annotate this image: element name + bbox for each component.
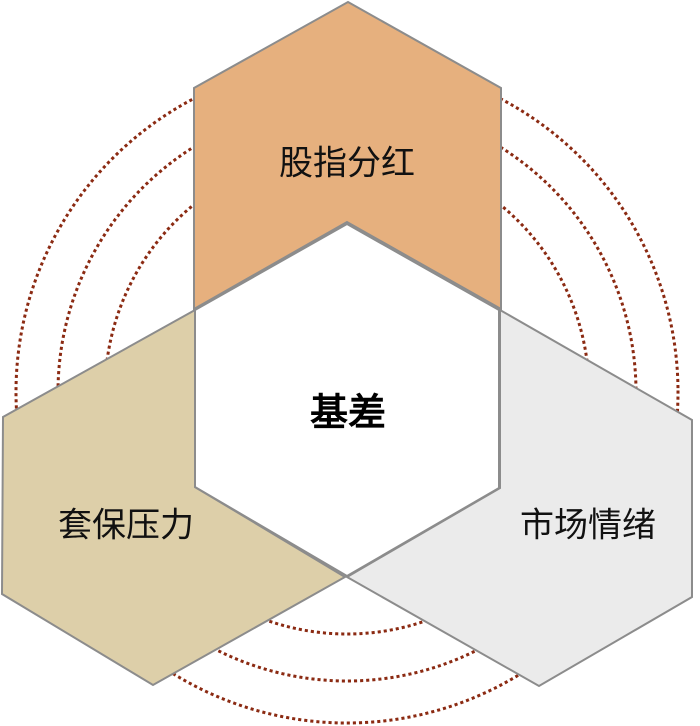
segment-top-label: 股指分红	[279, 143, 415, 184]
center-hexagon[interactable]	[194, 222, 500, 578]
segment-left-label: 套保压力	[58, 505, 194, 546]
segment-top-shape[interactable]	[193, 0, 502, 311]
ring-outer	[14, 59, 680, 725]
segment-right-label: 市场情绪	[520, 505, 656, 546]
center-label: 基差	[309, 390, 387, 435]
